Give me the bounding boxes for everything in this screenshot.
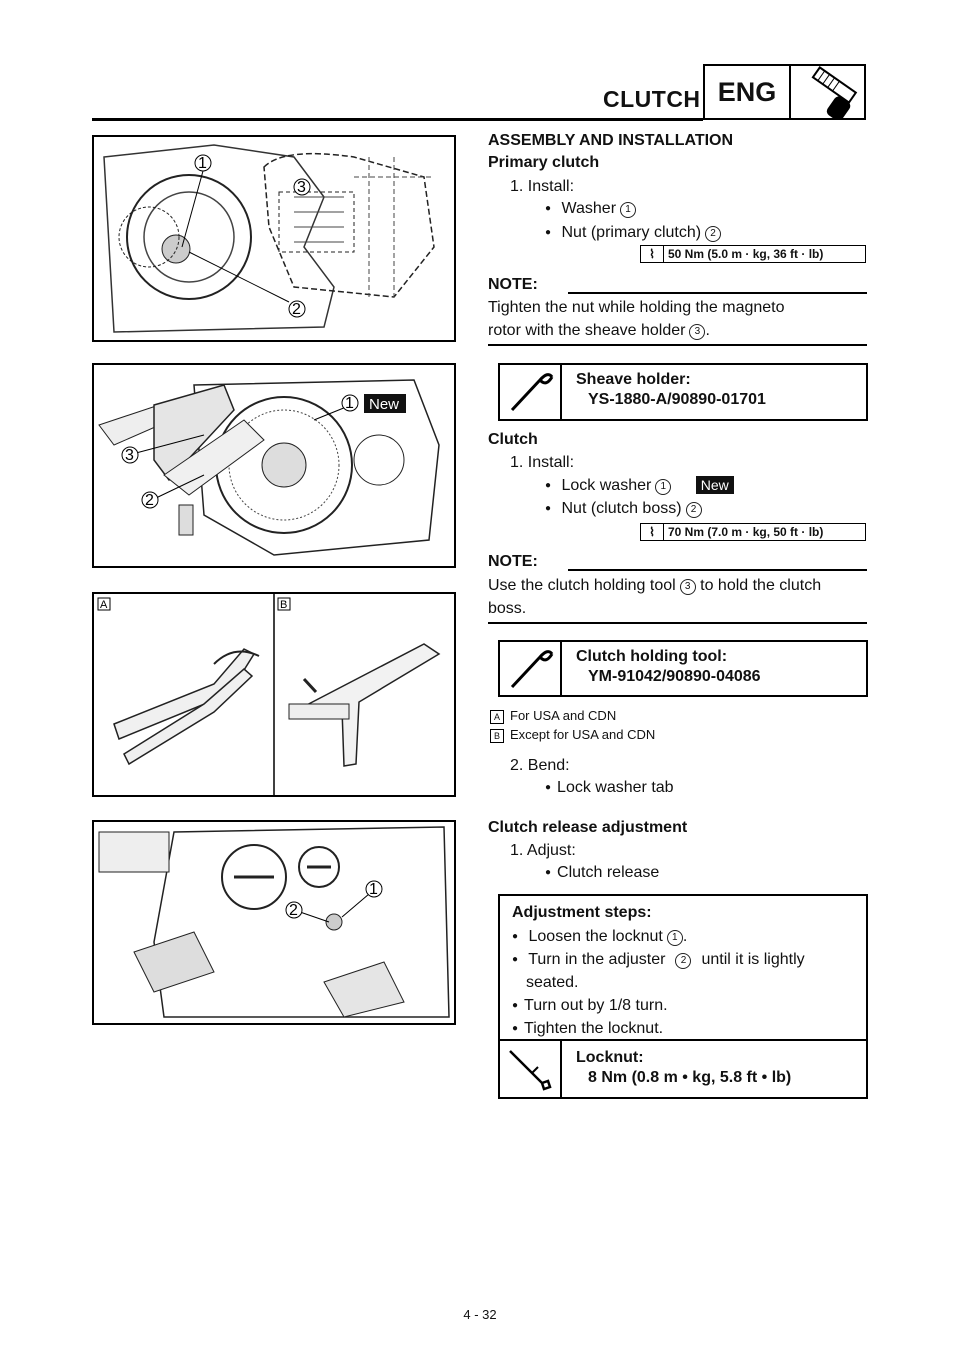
torque-wrench-icon <box>504 1043 556 1100</box>
page-title: CLUTCH <box>603 86 701 112</box>
section-tag: ENG <box>703 64 791 120</box>
note-text: Tighten the nut while holding the magnet… <box>488 299 785 316</box>
list-item: Lock washer tab <box>545 777 674 801</box>
callout-2: 2 <box>292 301 301 318</box>
callout-3: 3 <box>297 179 306 196</box>
list-item: Tighten the locknut. <box>512 1018 663 1042</box>
step-install: 1. Install: <box>510 178 575 195</box>
page-number: 4 - 32 <box>463 1307 497 1322</box>
callout-1: 1 <box>345 395 354 412</box>
header-rule <box>92 118 703 121</box>
locknut-value: 8 Nm (0.8 m • kg, 5.8 ft • lb) <box>588 1069 792 1086</box>
callout-3: 3 <box>125 447 134 464</box>
special-tool-icon <box>500 642 562 695</box>
torque-spec: ⌇ 50 Nm (5.0 m · kg, 36 ft · lb) <box>640 245 866 263</box>
torque-wrench-icon: ⌇ <box>641 524 664 540</box>
note-label: NOTE: <box>488 553 538 570</box>
new-badge: New <box>695 476 734 494</box>
note-rule <box>568 569 867 571</box>
section-heading: ASSEMBLY AND INSTALLATION <box>488 132 734 149</box>
divider <box>560 1041 562 1097</box>
torque-wrench-icon: ⌇ <box>641 246 664 262</box>
callout-2: 2 <box>145 492 154 509</box>
figure-clutch-holding: 1 New 2 3 <box>92 363 456 568</box>
step-bend: 2. Bend: <box>510 757 570 774</box>
special-tool-icon <box>500 365 562 419</box>
list-item: Clutch release <box>545 862 659 886</box>
subheading-clutch: Clutch <box>488 431 538 448</box>
subheading-clutch-release: Clutch release adjustment <box>488 819 688 836</box>
list-item: Nut (primary clutch)2 <box>545 222 722 246</box>
note-rule <box>568 292 867 294</box>
callout-1: 1 <box>198 155 207 172</box>
list-item: Turn out by 1/8 turn. <box>512 995 667 1019</box>
panel-b-label: B <box>280 599 287 611</box>
figure-holding-tools: A B <box>92 592 456 797</box>
steps-title: Adjustment steps: <box>512 904 652 921</box>
list-item-continued: seated. <box>526 974 579 991</box>
engine-wrench-icon <box>791 64 866 121</box>
torque-spec: ⌇ 70 Nm (7.0 m · kg, 50 ft · lb) <box>640 523 866 541</box>
locknut-label: Locknut: <box>576 1049 644 1066</box>
new-badge: New <box>369 396 399 413</box>
note-text: boss. <box>488 600 527 617</box>
callout-2: 2 <box>289 902 298 919</box>
callout-1: 1 <box>369 881 378 898</box>
figure-primary-clutch: 1 2 3 <box>92 135 456 342</box>
note-label: NOTE: <box>488 276 538 293</box>
step-adjust: 1. Adjust: <box>510 842 576 859</box>
list-item: Nut (clutch boss)2 <box>545 498 702 522</box>
note-end-rule <box>488 344 867 346</box>
divider <box>500 1039 866 1041</box>
subheading-primary-clutch: Primary clutch <box>488 154 600 171</box>
tool-box-clutch-holding-tool: Clutch holding tool: YM-91042/90890-0408… <box>498 640 868 697</box>
note-end-rule <box>488 622 867 624</box>
panel-a-label: A <box>100 599 108 611</box>
tool-box-sheave-holder: Sheave holder: YS-1880-A/90890-01701 <box>498 363 868 421</box>
step-install: 1. Install: <box>510 454 575 471</box>
figure-clutch-release: 1 2 <box>92 820 456 1025</box>
